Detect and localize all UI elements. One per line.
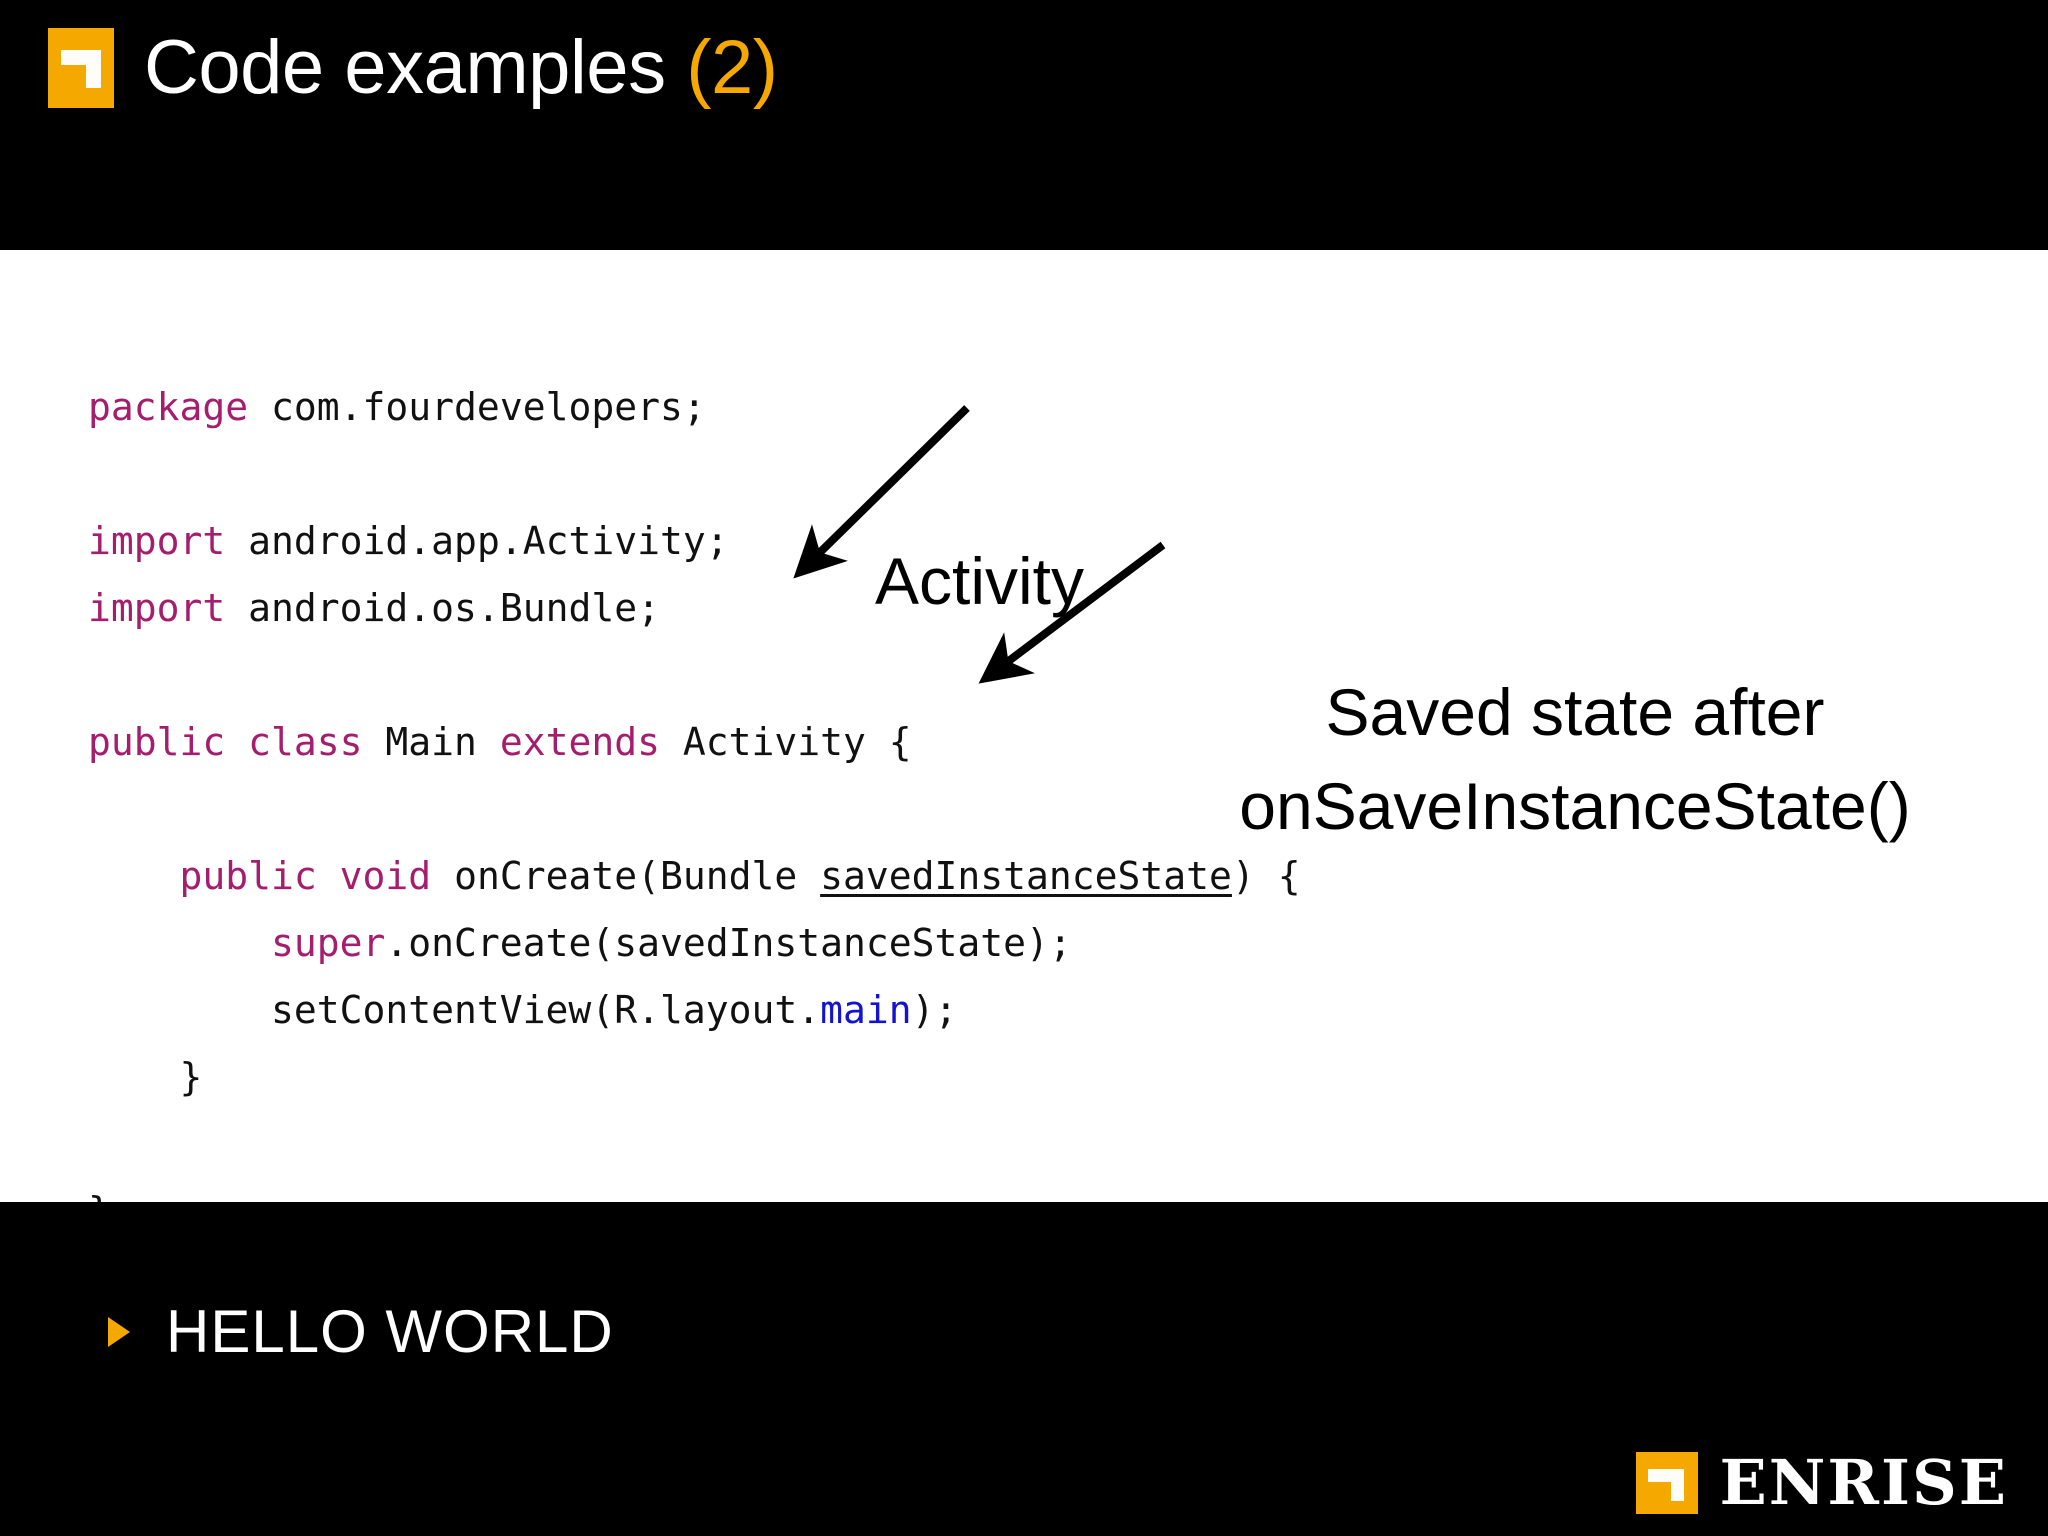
header-title-group: Code examples (2) [48,28,778,108]
code-line [88,441,1301,508]
code-text: android.app.Activity; [225,519,729,563]
footer-bullet-item: HELLO WORLD [108,1302,614,1362]
code-line [88,776,1301,843]
annotation-saved-state: Saved state after onSaveInstanceState() [1195,665,1955,853]
triangle-bullet-icon [108,1317,130,1347]
code-underlined-identifier: savedInstanceState [820,854,1232,898]
code-line: } [88,1044,1301,1111]
code-keyword: super [271,921,386,965]
enrise-corner-logo-icon-footer [1635,1452,1698,1514]
slide-header: Code examples (2) [0,0,2048,250]
code-line: import android.os.Bundle; [88,575,1301,642]
code-text: com.fourdevelopers; [248,385,706,429]
code-line: public void onCreate(Bundle savedInstanc… [88,843,1301,910]
logo-vertical-bar [1670,1469,1684,1501]
page-title-text: Code examples [144,25,666,110]
code-line: package com.fourdevelopers; [88,374,1301,441]
code-text: setContentView(R.layout. [88,988,821,1032]
code-text: android.os.Bundle; [225,586,660,630]
code-keyword: extends [499,720,660,764]
code-keyword: public void [179,854,432,898]
slide-body: package com.fourdevelopers; import andro… [0,250,2048,1233]
enrise-corner-logo-icon [48,28,114,108]
page-title-counter: (2) [686,25,778,110]
code-keyword: package [88,385,249,429]
code-text: } [88,1055,203,1099]
code-text: Activity { [659,720,912,764]
code-line: super.onCreate(savedInstanceState); [88,910,1301,977]
code-text: ) { [1231,854,1301,898]
annotation-activity: Activity [875,548,1084,614]
code-text: .onCreate(savedInstanceState); [385,921,1072,965]
footer-bullet-label: HELLO WORLD [166,1298,614,1365]
code-line: import android.app.Activity; [88,508,1301,575]
annotation-saved-state-line2: onSaveInstanceState() [1239,769,1911,843]
page-title: Code examples (2) [144,30,778,106]
code-keyword: import [88,519,226,563]
enrise-wordmark: ENRISE [1719,1446,2008,1519]
code-keyword: public class [88,720,363,764]
code-line [88,1111,1301,1178]
code-text: ); [911,988,958,1032]
code-text: onCreate(Bundle [431,854,821,898]
enrise-logo: ENRISE [1635,1446,2009,1519]
code-snippet: package com.fourdevelopers; import andro… [88,374,1301,1245]
code-text: Main [362,720,500,764]
code-literal: main [820,988,912,1032]
code-text [88,921,271,965]
code-line [88,642,1301,709]
code-text [88,854,180,898]
annotation-saved-state-line1: Saved state after [1325,675,1825,749]
code-line: setContentView(R.layout.main); [88,977,1301,1044]
logo-vertical-bar [86,50,101,88]
annotation-activity-label: Activity [875,544,1085,618]
slide-footer: HELLO WORLD ENRISE [0,1202,2048,1536]
code-keyword: import [88,586,226,630]
code-line: public class Main extends Activity { [88,709,1301,776]
